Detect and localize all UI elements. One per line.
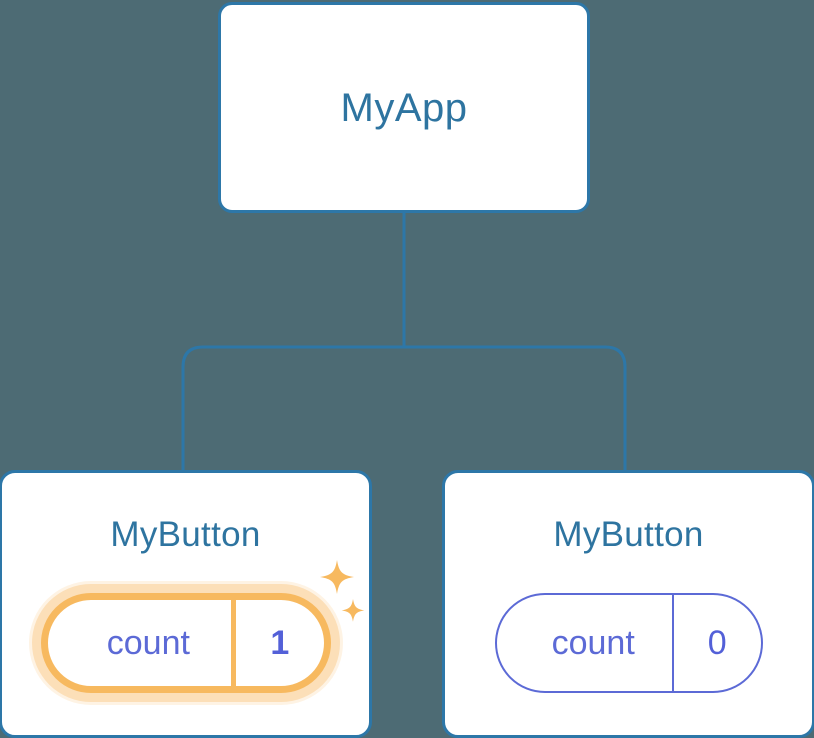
state-key-left: count <box>48 600 237 686</box>
node-mybutton-right-title: MyButton <box>553 515 704 554</box>
state-pill-wrap-right: count 0 <box>445 593 812 693</box>
state-value-left: 1 <box>270 623 290 662</box>
state-value-right: 0 <box>707 623 727 662</box>
node-myapp[interactable]: MyApp <box>218 2 590 213</box>
state-key-right: count <box>497 595 674 691</box>
node-myapp-title: MyApp <box>340 85 468 130</box>
state-pill-left[interactable]: count 1 <box>40 593 331 693</box>
state-pill-right[interactable]: count 0 <box>494 593 763 693</box>
state-pill-wrap-left: count 1 <box>2 593 369 693</box>
node-mybutton-left[interactable]: MyButton count 1 <box>0 470 372 738</box>
connector-branch-bar <box>181 345 627 472</box>
node-mybutton-right[interactable]: MyButton count 0 <box>442 470 814 738</box>
node-mybutton-left-title: MyButton <box>110 515 261 554</box>
